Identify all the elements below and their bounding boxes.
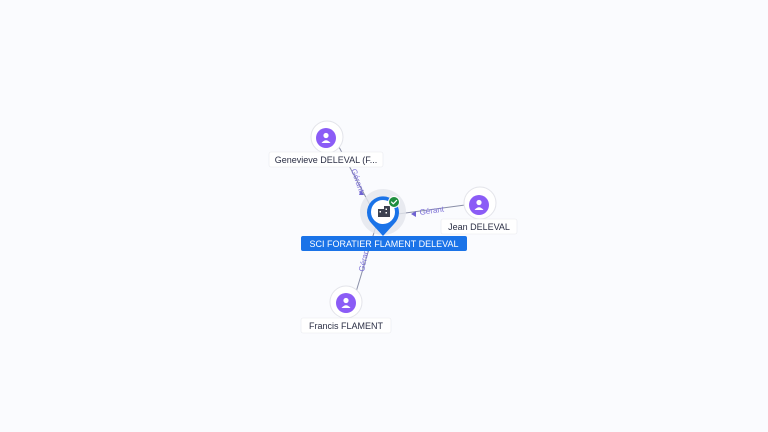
person-icon xyxy=(341,297,351,308)
edge-jean-company xyxy=(397,204,466,215)
company-label-box xyxy=(301,236,467,251)
arrow-genevieve xyxy=(359,190,364,195)
person-node-francis[interactable]: Francis FLAMENT xyxy=(300,285,392,334)
person-node-genevieve[interactable]: Genevieve DELEVAL (F... xyxy=(268,120,384,168)
building-icon xyxy=(378,206,390,217)
person-icon xyxy=(321,132,331,143)
company-node[interactable]: SCI FORATIER FLAMENT DELEVAL xyxy=(301,189,467,251)
edge-label-genevieve: Gérant xyxy=(349,168,366,195)
person-name-francis: Francis FLAMENT xyxy=(309,321,384,331)
person-node-jean[interactable]: Jean DELEVAL xyxy=(440,186,518,235)
company-name: SCI FORATIER FLAMENT DELEVAL xyxy=(309,239,458,249)
check-icon xyxy=(388,196,400,208)
person-name-genevieve: Genevieve DELEVAL (F... xyxy=(275,155,378,165)
person-label-box xyxy=(440,218,518,235)
person-icon xyxy=(474,199,484,210)
person-name-jean: Jean DELEVAL xyxy=(448,222,510,232)
arrow-jean xyxy=(411,211,416,217)
edge-label-jean: Gérant xyxy=(419,205,445,217)
person-label-box xyxy=(268,151,384,168)
person-label-box xyxy=(300,317,392,334)
